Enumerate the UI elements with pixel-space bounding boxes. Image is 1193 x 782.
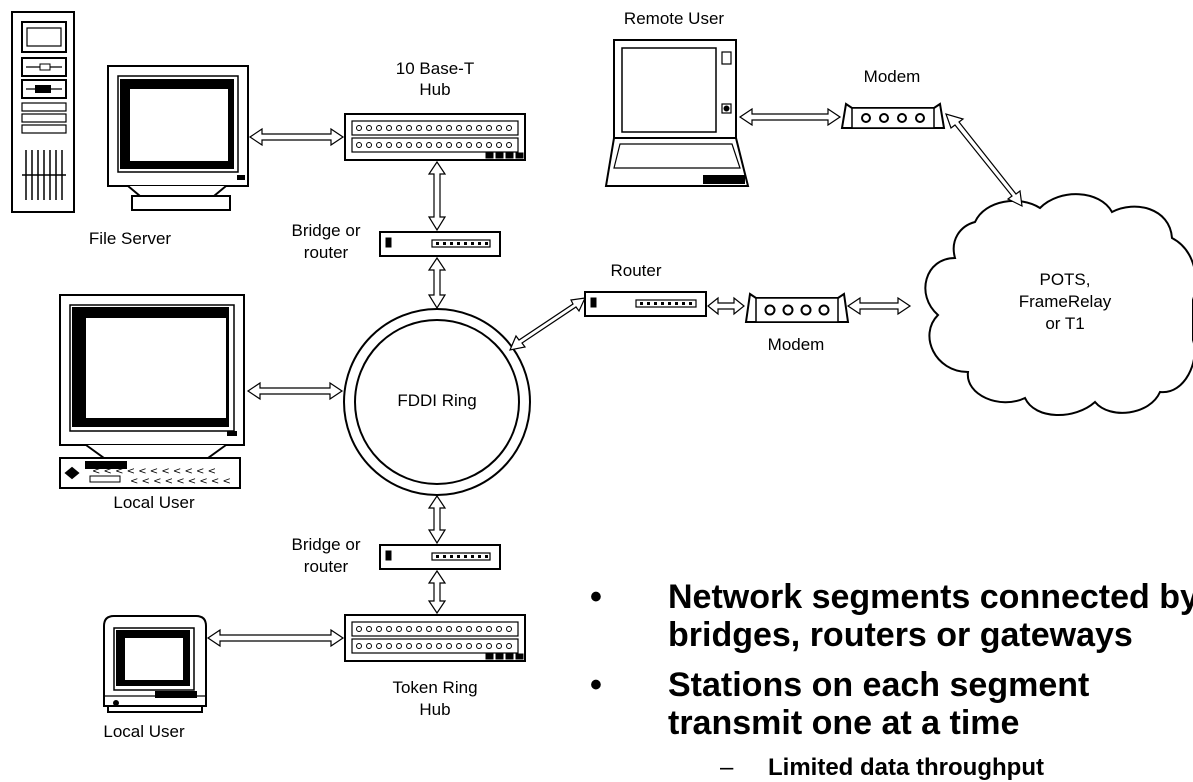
bridge-router-icon xyxy=(379,544,501,570)
connection-arrows xyxy=(206,107,1023,648)
crt-monitor-icon xyxy=(107,65,249,211)
bridge-router-icon xyxy=(379,231,501,257)
token-hub-label-line1: Token Ring xyxy=(392,678,478,697)
router-label: Router xyxy=(610,261,662,280)
cloud-icon xyxy=(924,193,1193,416)
sub-bullet-text: Limited data throughput xyxy=(768,754,1044,781)
laptop-icon xyxy=(604,39,750,187)
svg-text:< < < < < < < < < < <: < < < < < < < < < < < xyxy=(92,466,216,477)
local-user-bottom-label: Local User xyxy=(103,722,185,741)
sub-bullet-marker: – xyxy=(720,754,734,781)
modem-mid-label: Modem xyxy=(767,335,825,354)
bullet-item: • Network segments connected by bridges,… xyxy=(590,578,1193,654)
network-hub-icon xyxy=(344,113,526,161)
bullet-marker: • xyxy=(590,666,602,704)
keyboard-icon: < < < < < < < < < < < < < < < < < < < < xyxy=(59,457,241,489)
bullet-text-line2: transmit one at a time xyxy=(668,704,1020,742)
svg-text:< < < < < < < < <: < < < < < < < < < xyxy=(130,476,231,487)
file-server-label: File Server xyxy=(88,229,172,248)
tower-server-icon xyxy=(11,11,75,213)
bridge-router-icon xyxy=(584,291,707,317)
compact-mac-icon xyxy=(103,615,207,713)
cloud-label-line3: or T1 xyxy=(1045,314,1085,333)
modem-top-label: Modem xyxy=(863,67,921,86)
hub-top-label-line1: 10 Base-T xyxy=(395,59,475,78)
modem-icon xyxy=(840,102,946,129)
cloud-label-line2: FrameRelay xyxy=(1018,292,1112,311)
bridge-bottom-label-line2: router xyxy=(303,557,349,576)
bridge-top-label-line2: router xyxy=(303,243,349,262)
network-diagram: < < < < < < < < < < < < < < < < < < < < xyxy=(11,11,1193,713)
bullet-text-line2: bridges, routers or gateways xyxy=(668,616,1133,654)
sub-bullet-item: – Limited data throughput xyxy=(590,754,1193,782)
modem-icon xyxy=(744,292,850,323)
bridge-top-label-line1: Bridge or xyxy=(291,221,361,240)
local-user-mid-label: Local User xyxy=(113,493,195,512)
crt-monitor-icon xyxy=(59,294,245,459)
bullet-text-line1: Network segments connected by xyxy=(668,578,1193,616)
remote-user-label: Remote User xyxy=(623,9,725,28)
bridge-bottom-label-line1: Bridge or xyxy=(291,535,361,554)
bullet-text-line1: Stations on each segment xyxy=(668,666,1090,704)
bullet-item: • Stations on each segment transmit one … xyxy=(590,666,1193,742)
bullet-list: • Network segments connected by bridges,… xyxy=(590,578,1193,782)
network-hub-icon xyxy=(344,614,526,662)
hub-top-label-line2: Hub xyxy=(419,80,451,99)
token-hub-label-line2: Hub xyxy=(419,700,451,719)
bullet-marker: • xyxy=(590,578,602,616)
fddi-ring-label: FDDI Ring xyxy=(397,391,477,410)
cloud-label-line1: POTS, xyxy=(1039,270,1091,289)
